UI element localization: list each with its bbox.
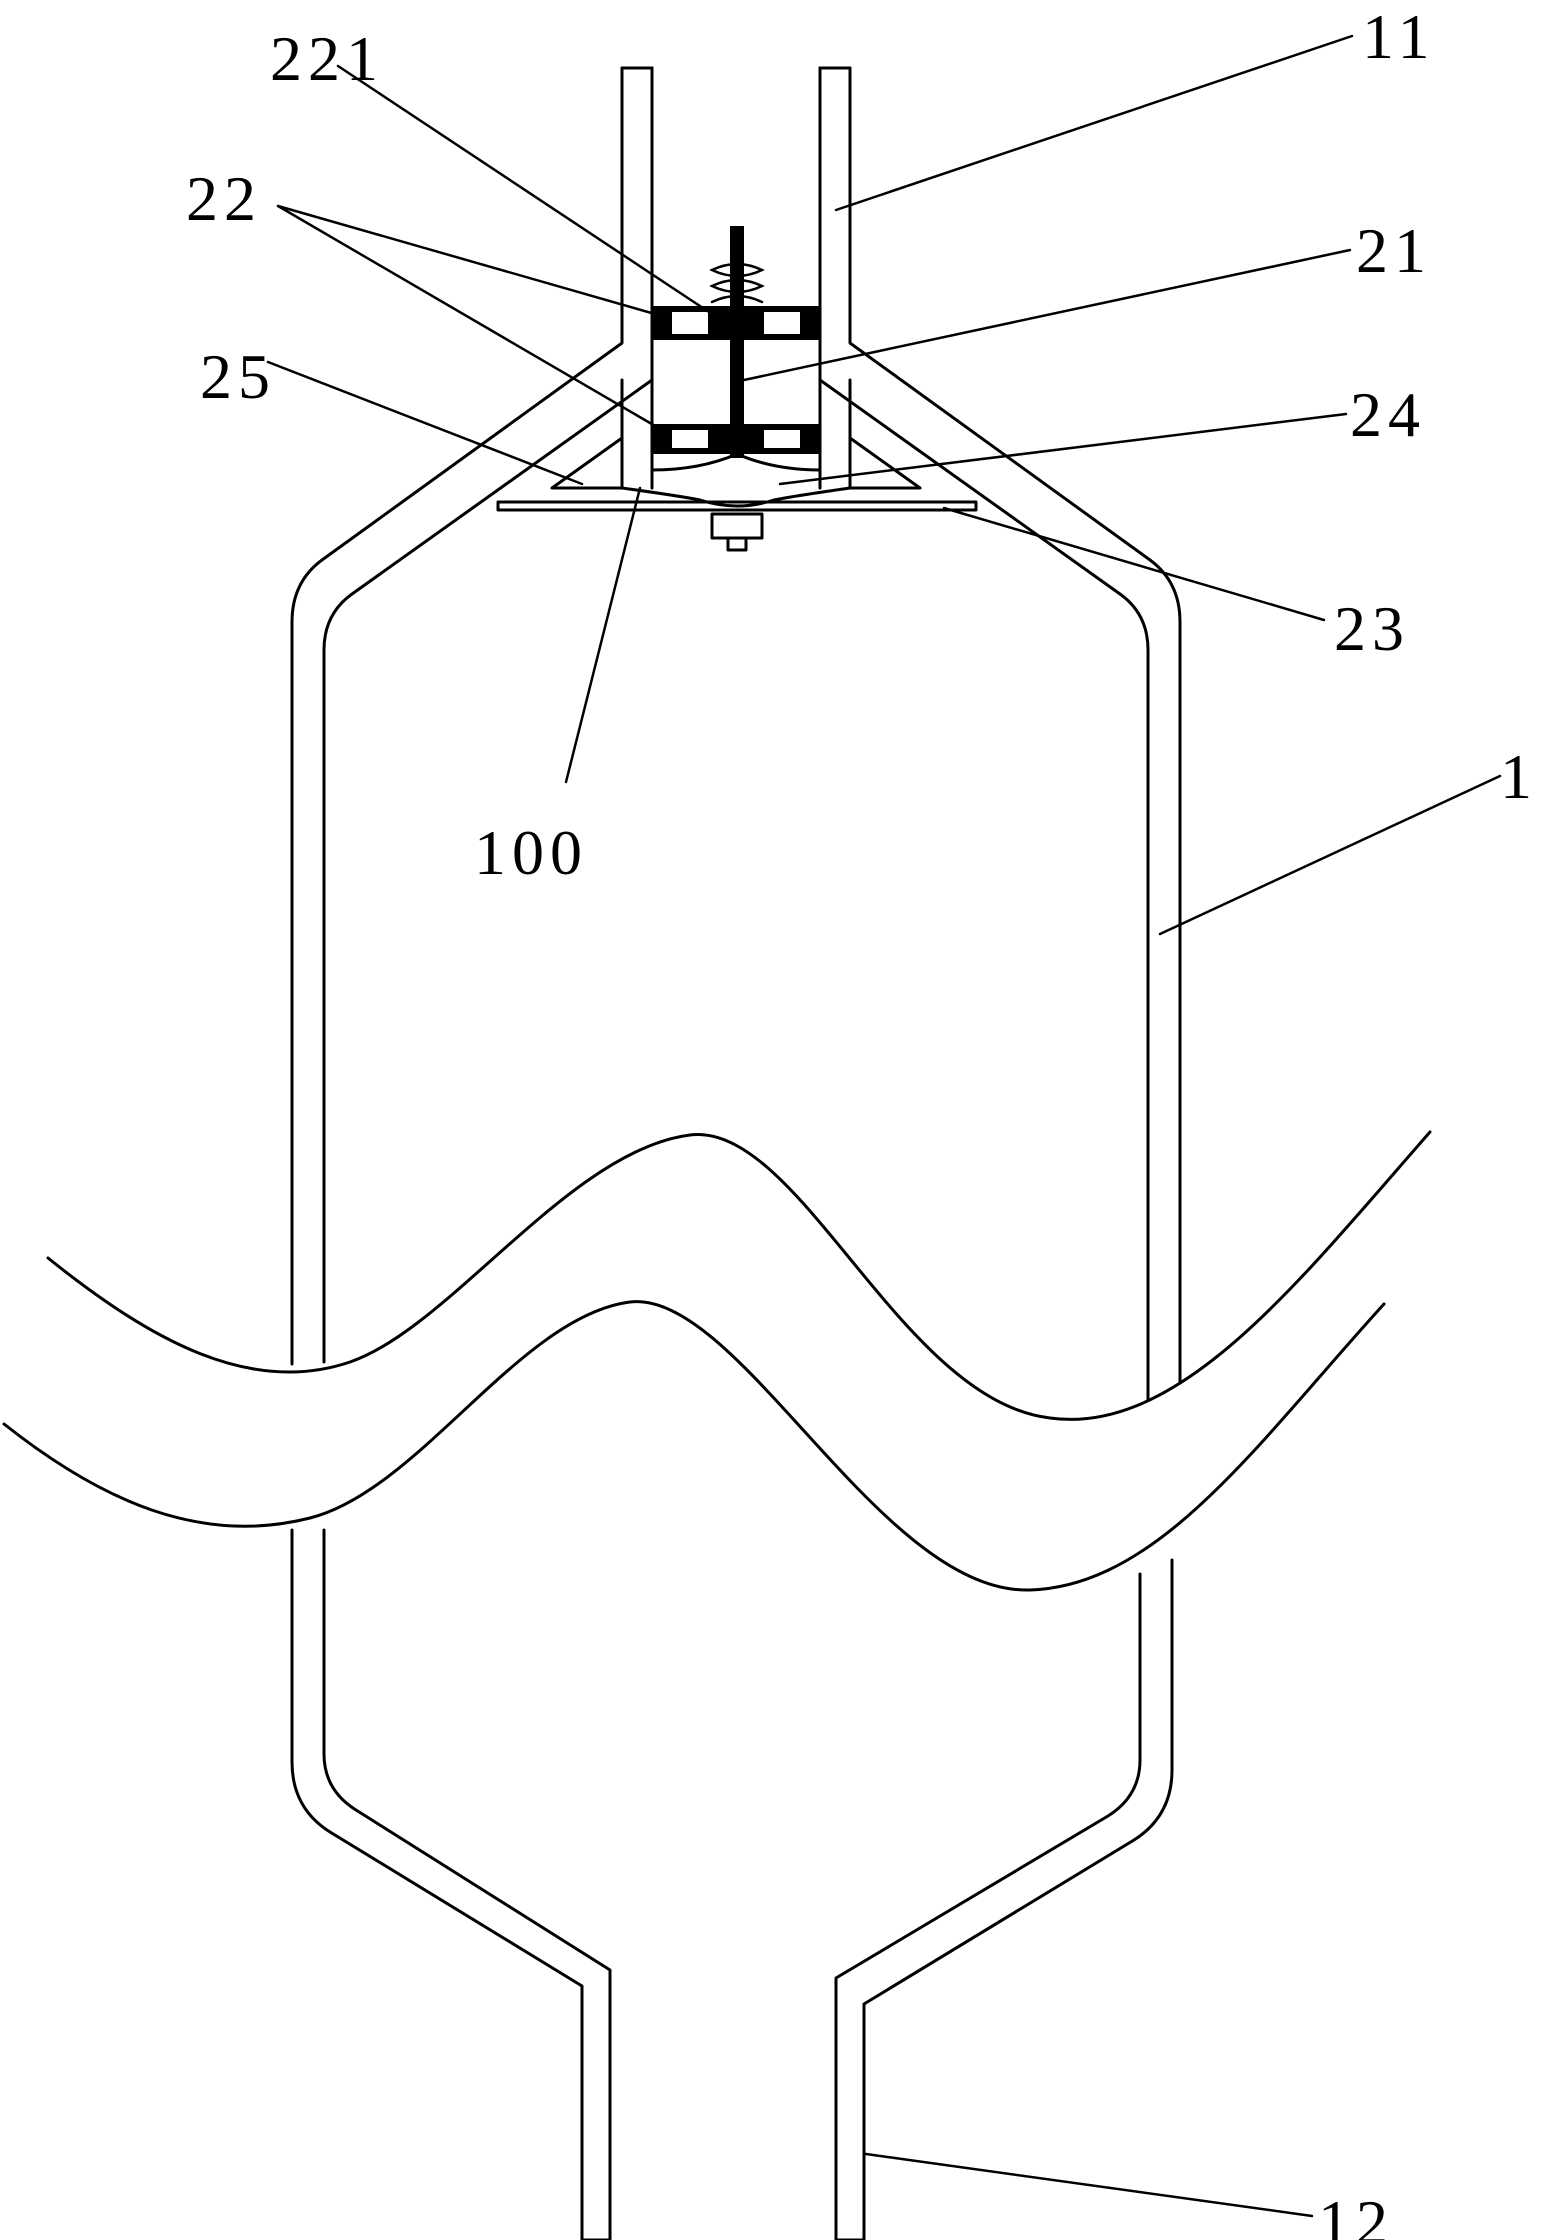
vessel-upper-body: [290, 66, 1182, 1402]
label-100: 100: [474, 817, 588, 888]
label-22: 22: [186, 163, 262, 234]
label-1: 1: [1500, 741, 1538, 812]
neck-inner-walls: [550, 298, 922, 490]
reference-labels: 221 11 22 21 25 24 23 100 1 12: [186, 1, 1538, 2240]
leader-lines: [266, 34, 1502, 2218]
label-24: 24: [1350, 379, 1426, 450]
label-25: 25: [200, 341, 276, 412]
valve-assembly: [496, 226, 978, 552]
label-221: 221: [270, 23, 384, 94]
vessel-lower-body: [290, 1528, 1174, 2240]
label-12: 12: [1318, 2187, 1394, 2240]
label-23: 23: [1334, 593, 1410, 664]
label-21: 21: [1356, 215, 1432, 286]
label-11: 11: [1362, 1, 1436, 72]
break-waves: [2, 1130, 1432, 1592]
